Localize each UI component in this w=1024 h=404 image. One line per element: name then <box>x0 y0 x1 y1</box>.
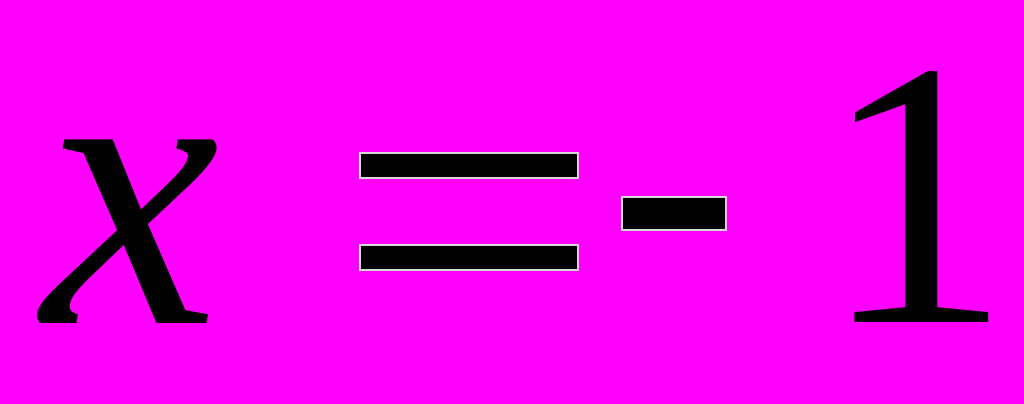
equals-sign-bottom-bar <box>359 244 579 271</box>
equation-variable-x: x <box>42 0 220 404</box>
equals-sign-top-bar <box>359 152 579 179</box>
minus-sign-bar <box>621 196 727 231</box>
equation-value-1: 1 <box>821 0 1011 404</box>
